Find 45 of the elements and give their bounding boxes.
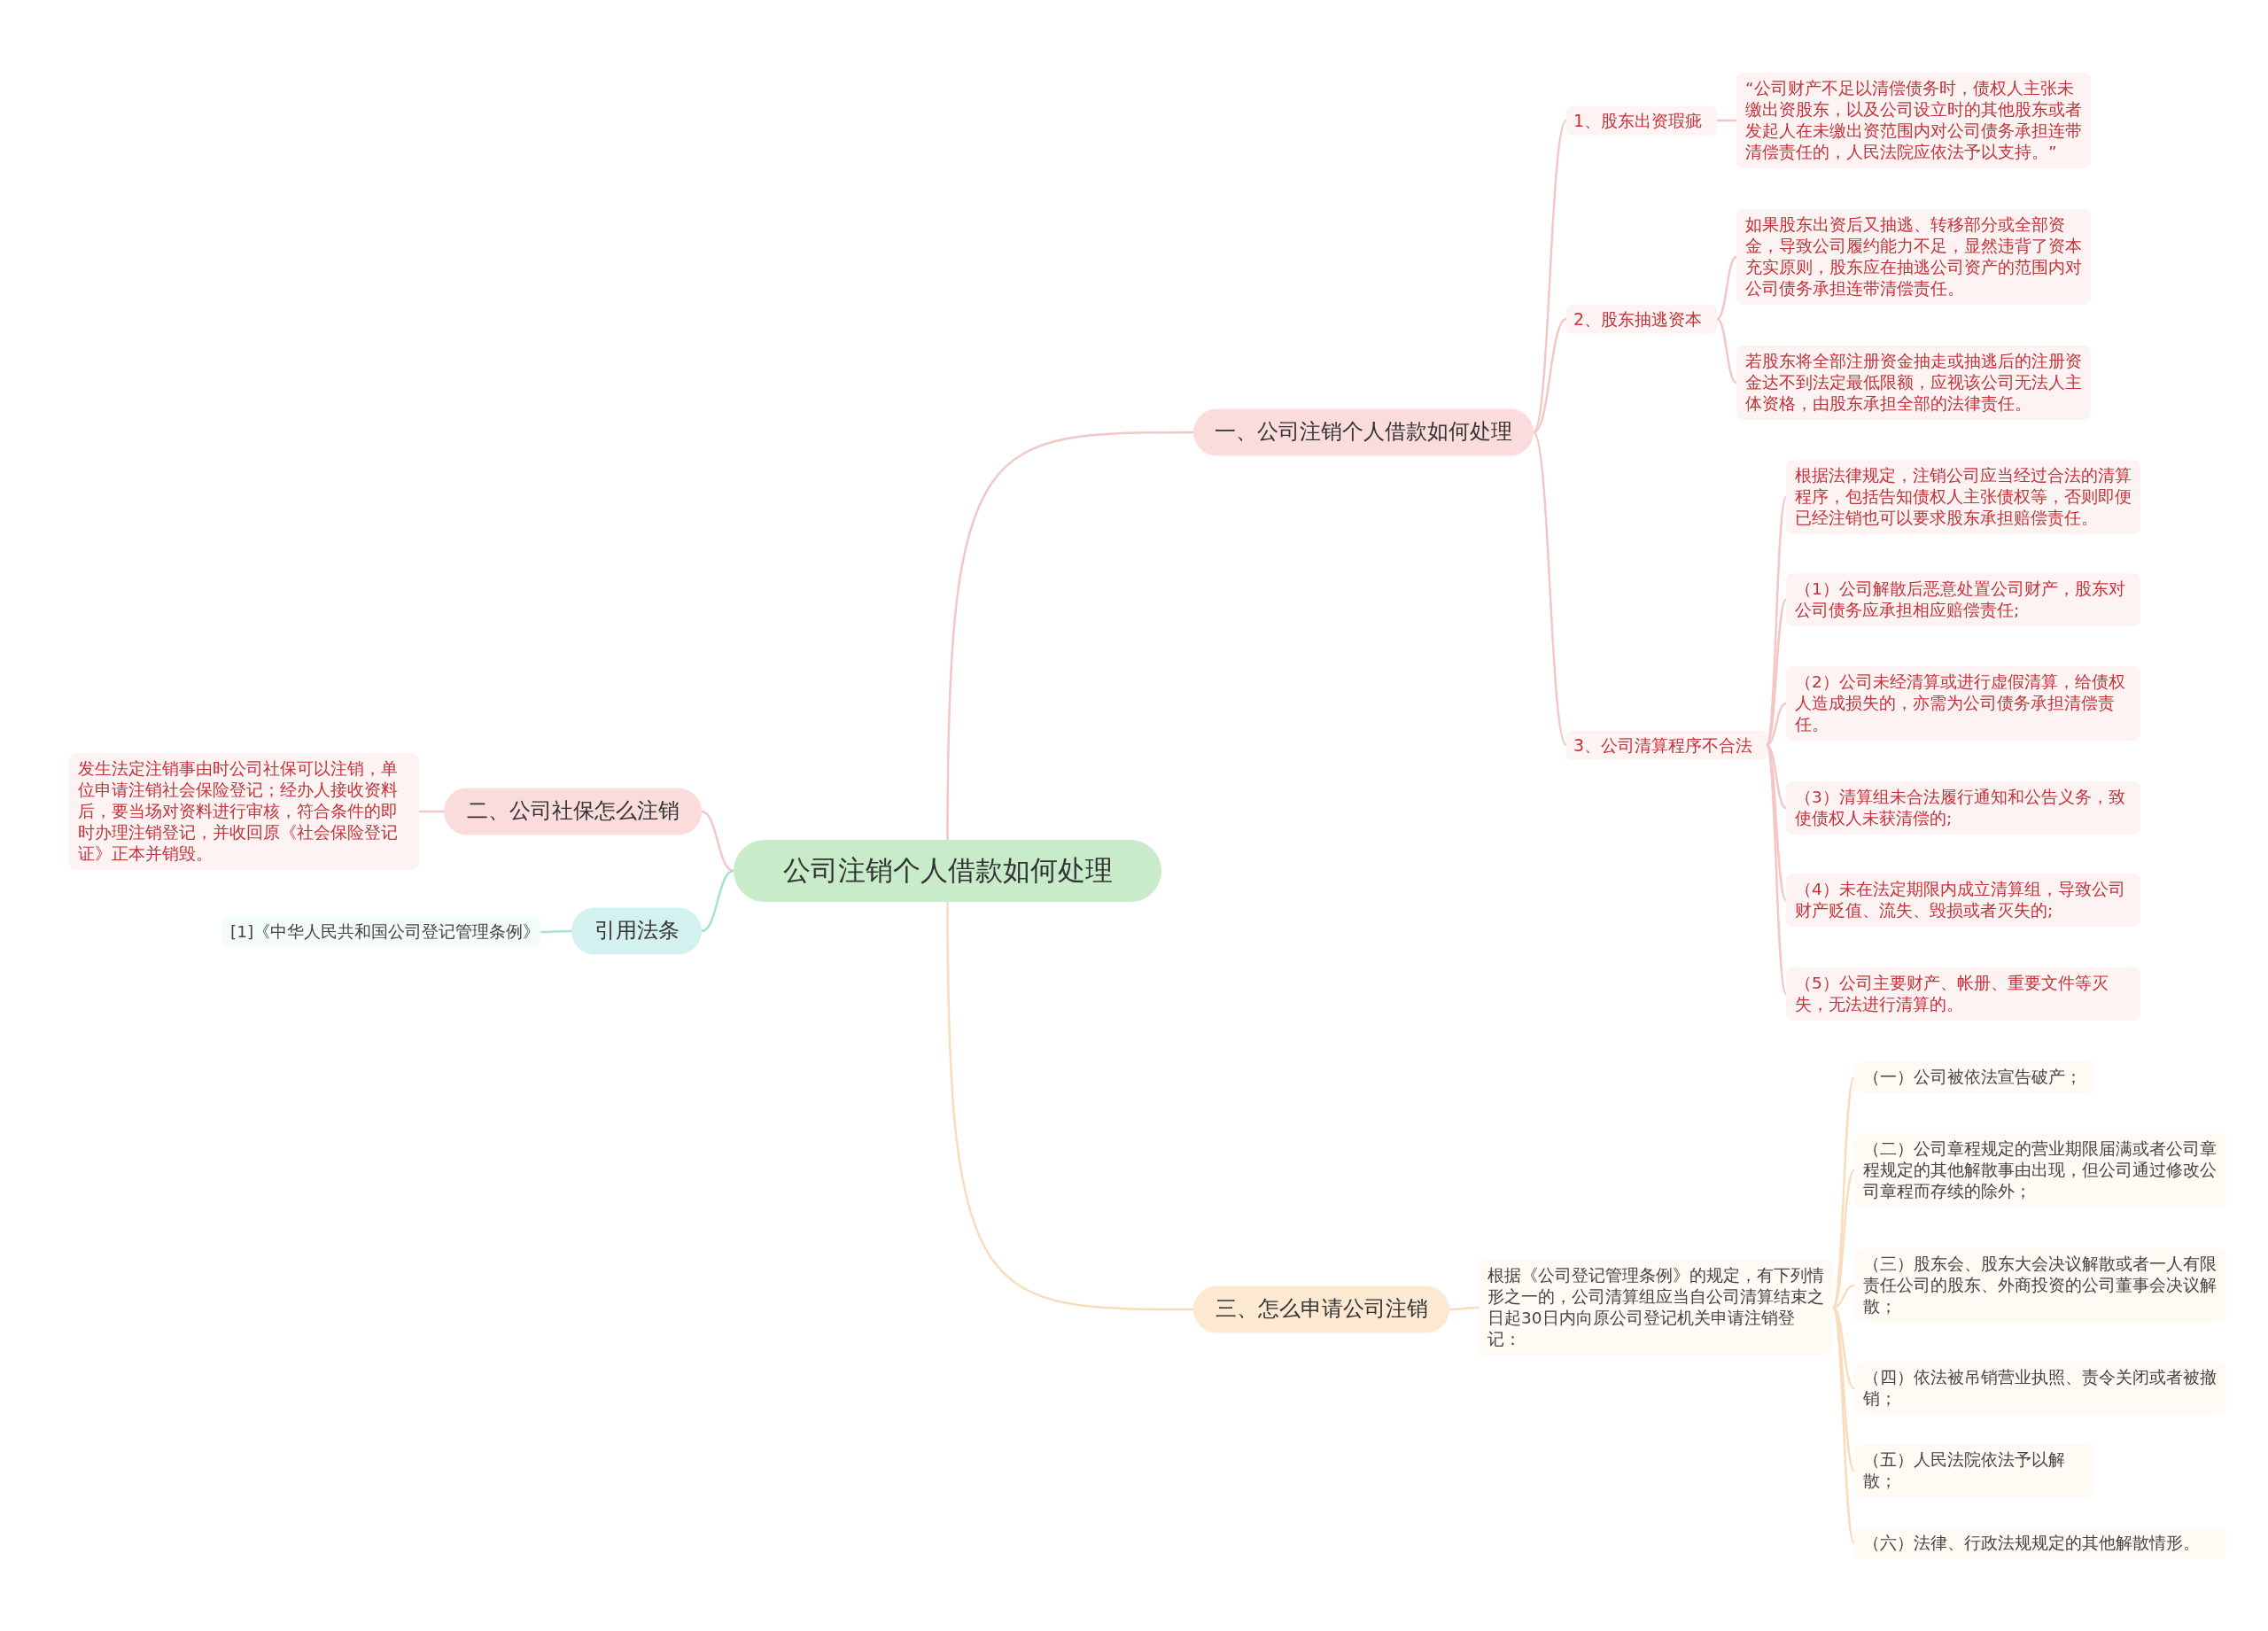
note-box: （5）公司主要财产、帐册、重要文件等灭失，无法进行清算的。	[1786, 967, 2140, 1021]
connector-line	[1832, 1169, 1855, 1309]
connector-line	[1716, 317, 1737, 384]
connector-line	[1832, 1306, 1855, 1390]
note-box: （六）法律、行政法规规定的其他解散情形。	[1854, 1527, 2226, 1559]
connector-line	[1449, 1306, 1479, 1311]
note-box: （四）依法被吊销营业执照、责令关闭或者被撤销；	[1854, 1361, 2226, 1416]
note-box: 发生法定注销事由时公司社保可以注销，单位申请注销社会保险登记；经办人接收资料后，要当场对资料进行审核，符合条件的即时办理注销登记，并收回原《社会保险登记证》正本并销毁。	[69, 752, 419, 871]
connector-line	[1766, 599, 1787, 746]
connector-line	[1716, 255, 1737, 321]
connector-line	[540, 929, 571, 934]
connector-line	[946, 901, 1193, 1311]
connector-line	[1832, 1284, 1855, 1309]
note-box: （4）未在法定期限内成立清算组，导致公司财产贬值、流失、毁损或者灭失的;	[1786, 873, 2140, 928]
subtopic: 3、公司清算程序不合法	[1566, 730, 1767, 760]
note-box: （1）公司解散后恶意处置公司财产，股东对公司债务应承担相应赔偿责任;	[1786, 572, 2140, 627]
connector-line	[1717, 119, 1736, 122]
connector-line	[1533, 317, 1567, 434]
note-box: 若股东将全部注册资金抽走或抽逃后的注册资金达不到法定最低限额，应视该公司无法人主体资格，由股东承担全部的法律责任。	[1736, 345, 2091, 421]
note-box: [1]《中华人民共和国公司登记管理条例》	[221, 916, 540, 948]
connector-line	[1532, 120, 1568, 433]
note-box: （二）公司章程规定的营业期限届满或者公司章程规定的其他解散事由出现，但公司通过修改公司章程而存续的除外；	[1854, 1132, 2226, 1208]
note-box: “公司财产不足以清偿债务时，债权人主张未缴出资股东，以及公司设立时的其他股东或者发起人在未缴出资范围内对公司债务承担连带清偿责任的，人民法院应依法予以支持。”	[1736, 72, 2091, 169]
connector-line	[1766, 743, 1787, 810]
note-box: （三）股东会、股东大会决议解散或者一人有限责任公司的股东、外商投资的公司董事会决议解散；	[1854, 1247, 2226, 1324]
branch-topic: 一、公司注销个人借款如何处理	[1193, 408, 1534, 456]
subtopic: 2、股东抽逃资本	[1566, 304, 1717, 334]
central-topic: 公司注销个人借款如何处理	[734, 840, 1161, 902]
note-box: （一）公司被依法宣告破产；	[1854, 1061, 2093, 1093]
connector-line	[419, 810, 444, 813]
note-box: 根据《公司登记管理条例》的规定，有下列情形之一的，公司清算组应当自公司清算结束之日起30日内向原公司登记机关申请注销登记：	[1479, 1259, 1833, 1356]
branch-topic: 二、公司社保怎么注销	[444, 788, 702, 835]
branch-topic: 三、怎么申请公司注销	[1193, 1285, 1449, 1333]
subtopic: 1、股东出资瑕疵	[1566, 105, 1717, 136]
connector-line	[1766, 702, 1787, 747]
connector-line	[946, 431, 1193, 841]
note-box: 根据法律规定，注销公司应当经过合法的清算程序，包括告知债权人主张债权等，否则即便已经注销也可以要求股东承担赔偿责任。	[1786, 459, 2140, 535]
connector-line	[701, 810, 734, 873]
note-box: （2）公司未经清算或进行虚假清算，给债权人造成损失的，亦需为公司债务承担清偿责任。	[1786, 665, 2140, 742]
branch-topic: 引用法条	[571, 907, 702, 955]
note-box: （五）人民法院依法予以解散；	[1854, 1443, 2093, 1498]
connector-line	[701, 869, 734, 933]
connector-line	[1532, 431, 1568, 746]
note-box: 如果股东出资后又抽逃、转移部分或全部资金，导致公司履约能力不足，显然违背了资本充实原则，股东应在抽逃公司资产的范围内对公司债务承担连带清偿责任。	[1736, 208, 2091, 306]
note-box: （3）清算组未合法履行通知和公告义务，致使债权人未获清偿的;	[1786, 781, 2140, 835]
